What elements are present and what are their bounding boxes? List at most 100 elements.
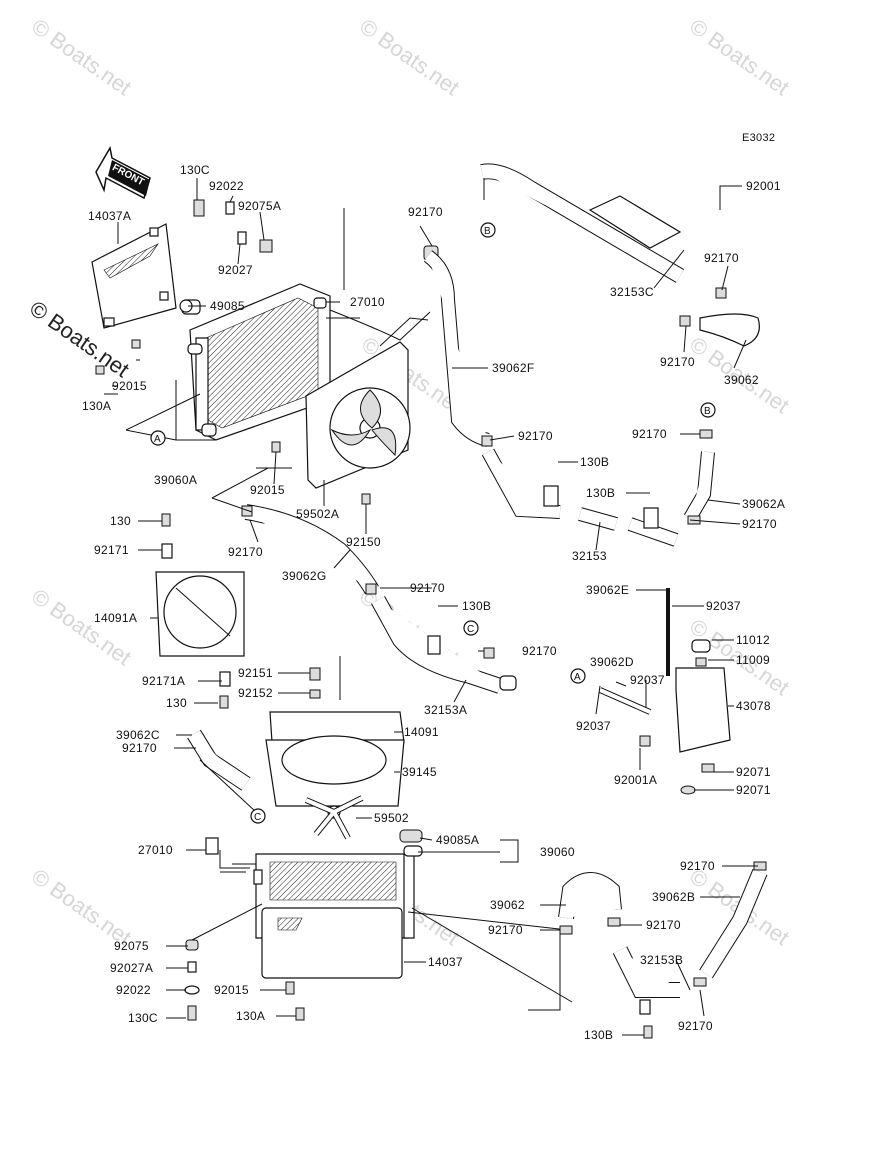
hoses-lower xyxy=(187,729,768,1039)
callout-label: 32153B xyxy=(640,953,683,967)
callout-label: 92152 xyxy=(238,686,273,700)
hoses-upper xyxy=(423,163,760,547)
callout-label: 32153A xyxy=(424,703,467,717)
callout-label: 92071 xyxy=(736,783,771,797)
callout-label: 92022 xyxy=(116,983,151,997)
callout-label: 92170 xyxy=(488,923,523,937)
fan-shroud-upper xyxy=(305,309,431,489)
callout-label: 39060 xyxy=(540,845,575,859)
callout-label: 92170 xyxy=(122,741,157,755)
left-column-parts xyxy=(155,513,245,709)
callout-label: 39062G xyxy=(282,569,327,583)
small-parts-upper xyxy=(95,199,439,505)
callout-label: 39062F xyxy=(492,361,535,375)
callout-label: 92027A xyxy=(110,961,153,975)
callout-label: 92170 xyxy=(408,205,443,219)
callout-label: 92022 xyxy=(209,179,244,193)
callout-label: 92170 xyxy=(660,355,695,369)
shroud-lower-14091 xyxy=(265,667,423,843)
callout-label: 130B xyxy=(462,599,491,613)
callout-label: 14091A xyxy=(94,611,137,625)
callout-label: 39062E xyxy=(586,583,629,597)
watermark: © Boats.net xyxy=(27,584,136,671)
callout-label: 92170 xyxy=(646,918,681,932)
diagram-code: E3032 xyxy=(742,132,775,144)
callout-label: 92071 xyxy=(736,765,771,779)
callout-label: 39060A xyxy=(154,473,197,487)
ref-marker: A xyxy=(574,672,581,683)
callout-label: 27010 xyxy=(350,295,385,309)
callout-label: 92170 xyxy=(680,859,715,873)
watermark: © Boats.net xyxy=(685,14,794,101)
callout-label: 59502 xyxy=(374,811,409,825)
callout-label: 39062B xyxy=(652,890,695,904)
callout-label: 14091 xyxy=(404,725,439,739)
callout-label: 92170 xyxy=(518,429,553,443)
ref-marker: C xyxy=(254,812,262,823)
callout-label: 130C xyxy=(180,163,210,177)
watermark: © Boats.net xyxy=(27,864,136,951)
callout-label: 92037 xyxy=(630,673,665,687)
leader-lines xyxy=(104,178,758,1036)
callout-label: 130A xyxy=(236,1009,265,1023)
callout-label: 92170 xyxy=(742,517,777,531)
callout-label: 27010 xyxy=(138,843,173,857)
screen-14037A xyxy=(91,223,177,329)
callout-label: 130B xyxy=(584,1028,613,1042)
watermarks: © Boats.net © Boats.net © Boats.net © Bo… xyxy=(25,14,794,951)
ref-marker: C xyxy=(467,624,475,635)
callout-label: 43078 xyxy=(736,699,771,713)
callout-label: 32153C xyxy=(610,285,654,299)
callout-label: 92170 xyxy=(522,644,557,658)
callout-label: 130 xyxy=(110,514,131,528)
callout-label: 92170 xyxy=(632,427,667,441)
callout-label: 130 xyxy=(166,696,187,710)
callout-label: 39062 xyxy=(724,373,759,387)
callout-label: 92151 xyxy=(238,666,273,680)
callout-label: 32153 xyxy=(572,549,607,563)
hose-39062G xyxy=(241,504,517,694)
callout-label: 92170 xyxy=(228,545,263,559)
callout-label: 92001A xyxy=(614,773,657,787)
callout-label: 92170 xyxy=(678,1019,713,1033)
callout-label: 11009 xyxy=(736,653,770,667)
callout-label: 92015 xyxy=(214,983,249,997)
ref-marker: B xyxy=(704,406,711,417)
callout-label: 130C xyxy=(128,1011,158,1025)
callout-label: 39145 xyxy=(402,765,437,779)
callout-label: 92171A xyxy=(142,674,185,688)
callout-label: 49085A xyxy=(436,833,479,847)
watermark: © Boats.net xyxy=(27,14,136,101)
callout-labels: 130C 92022 92075A 14037A 92027 92170 490… xyxy=(82,163,785,1042)
radiator-upper xyxy=(181,283,331,441)
callout-label: 130B xyxy=(586,486,615,500)
callout-label: 92170 xyxy=(704,251,739,265)
callout-label: 39062A xyxy=(742,497,785,511)
ref-marker: A xyxy=(154,434,161,445)
ref-marker: B xyxy=(484,226,491,237)
callout-label: 49085 xyxy=(210,299,245,313)
reservoir-tank-43078 xyxy=(598,588,731,795)
callout-label: 92015 xyxy=(112,379,147,393)
callout-label: 92015 xyxy=(250,483,285,497)
callout-label: 92027 xyxy=(218,263,253,277)
callout-label: 11012 xyxy=(736,633,770,647)
callout-label: 92171 xyxy=(94,543,129,557)
callout-label: 39062 xyxy=(490,898,525,912)
callout-label: 92170 xyxy=(410,581,445,595)
callout-label: 59502A xyxy=(296,507,339,521)
callout-label: 92037 xyxy=(706,599,741,613)
callout-label: 130B xyxy=(580,455,609,469)
front-arrow-icon: FRONT xyxy=(95,145,151,200)
callout-label: 14037 xyxy=(428,955,463,969)
callout-label: 130A xyxy=(82,399,111,413)
reference-markers: A B B C A C xyxy=(150,222,716,824)
radiator-lower-39060 xyxy=(184,837,569,1021)
callout-label: 92037 xyxy=(576,719,611,733)
callout-label: 92075A xyxy=(238,199,281,213)
callout-label: 39062C xyxy=(116,728,160,742)
callout-label: 39062D xyxy=(590,655,634,669)
watermark: © Boats.net xyxy=(355,14,464,101)
